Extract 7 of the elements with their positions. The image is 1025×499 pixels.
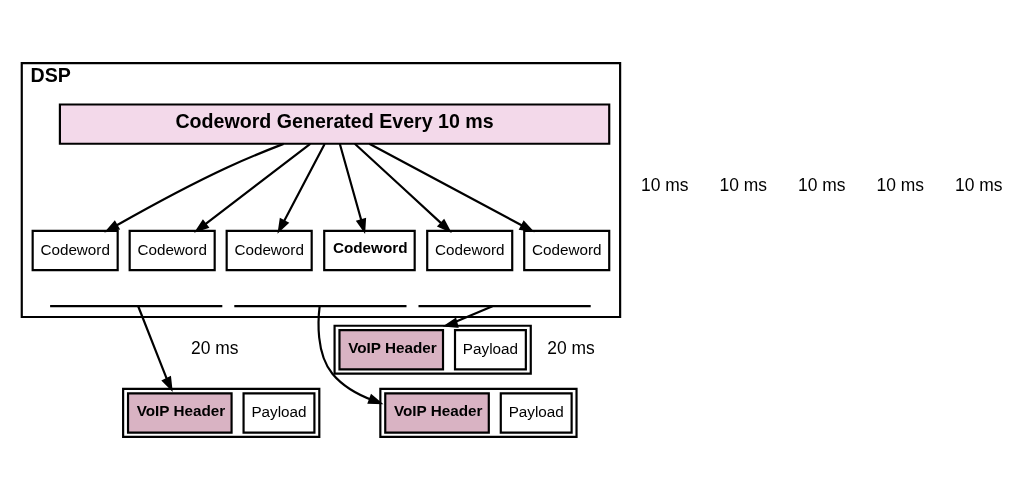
label: 10 ms — [954, 174, 1003, 195]
label: 10 ms — [798, 174, 846, 195]
label: 20 ms — [190, 337, 239, 358]
label: 10 ms — [719, 174, 768, 195]
label: 20 ms — [547, 337, 595, 358]
label: 10 ms — [641, 174, 689, 195]
label: 10 ms — [876, 174, 924, 195]
